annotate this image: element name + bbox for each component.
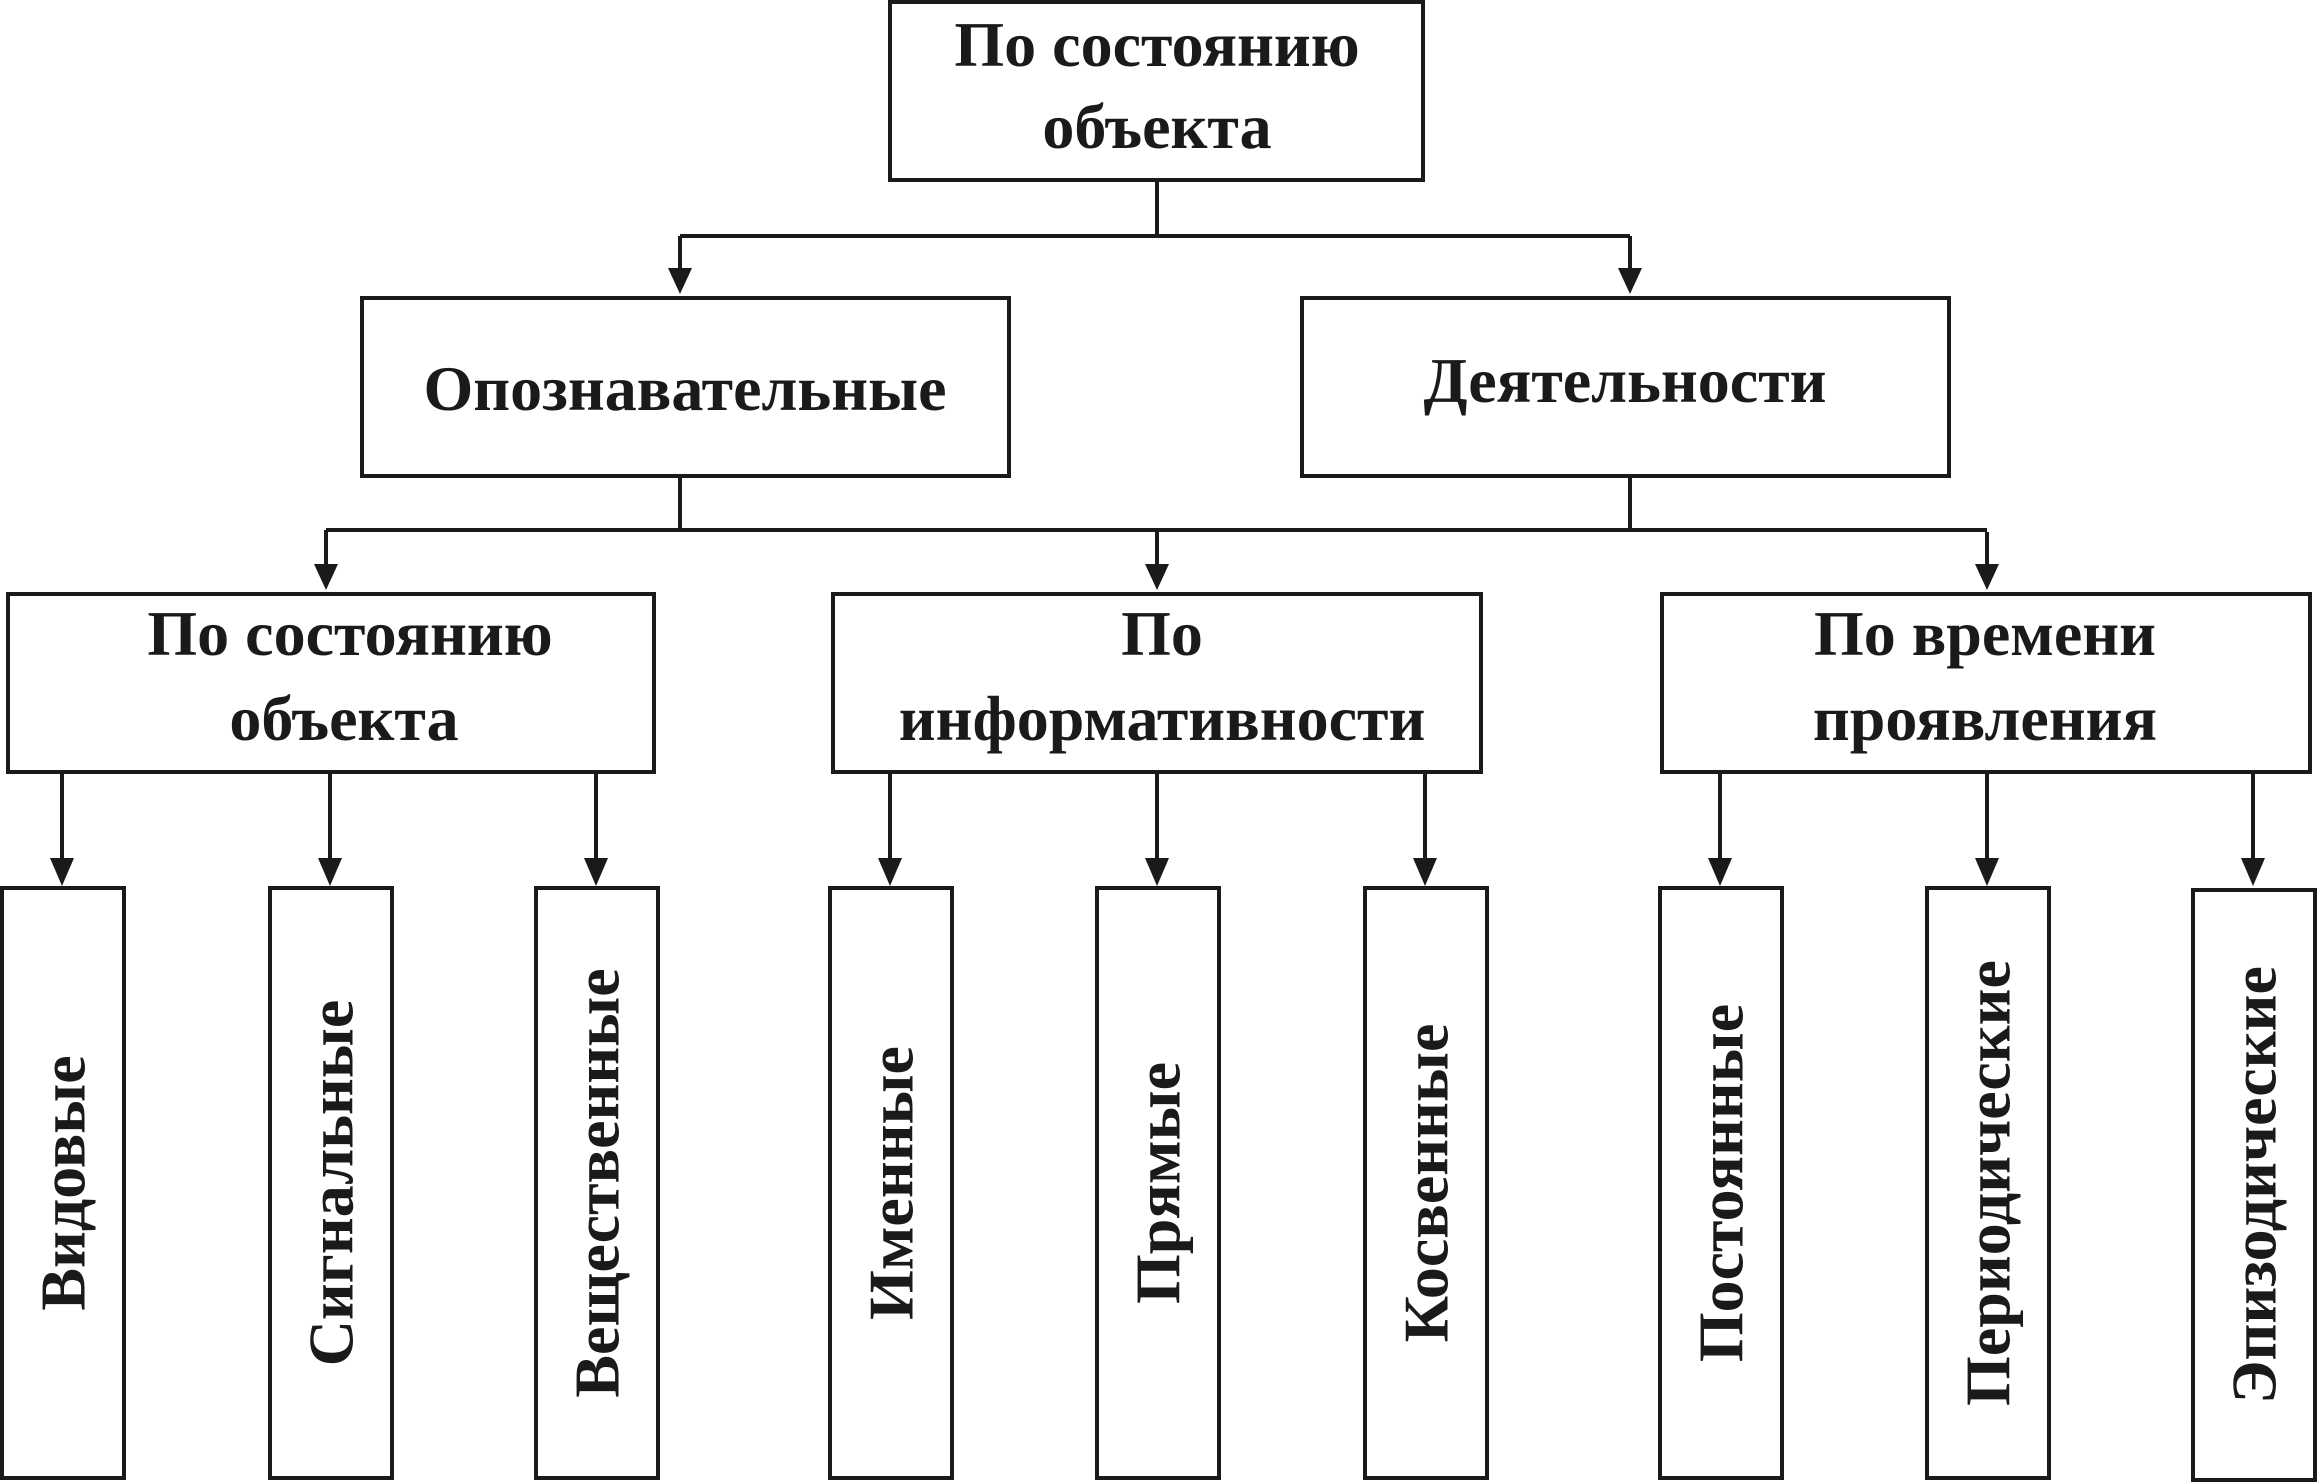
postoyannye-label: Постоянные xyxy=(1686,1004,1757,1362)
opoznavatelnye-label: Опознавательные xyxy=(424,353,947,424)
leaf-pryamye: Прямые xyxy=(1095,886,1221,1480)
pryamye-label: Прямые xyxy=(1123,1062,1194,1304)
imennye-box xyxy=(828,886,954,1480)
deyatelnosti-label: Деятельности xyxy=(1423,345,1826,416)
vidovye-box xyxy=(0,886,126,1480)
level1-node-deyatelnosti: Деятельности xyxy=(1300,296,1951,478)
po-sostoyaniyu-box xyxy=(6,592,656,774)
po-informativnosti-label-line2: информативности xyxy=(899,683,1426,754)
leaf-veshchestvennye: Вещественные xyxy=(534,886,660,1480)
leaf-kosvennye: Косвенные xyxy=(1363,886,1489,1480)
periodicheskie-box xyxy=(1925,886,2051,1480)
root-label-line1: По состоянию xyxy=(954,9,1359,80)
signalnye-label: Сигнальные xyxy=(296,1000,367,1367)
arrowhead-to-postoyannye xyxy=(1708,858,1732,886)
epizodicheskie-label: Эпизодические xyxy=(2219,966,2290,1404)
arrowhead-to-imennye xyxy=(878,858,902,886)
leaf-imennye: Именные xyxy=(828,886,954,1480)
signalnye-box xyxy=(268,886,394,1480)
leaf-vidovye: Видовые xyxy=(0,886,126,1480)
pryamye-box xyxy=(1095,886,1221,1480)
root-node: По состоянию объекта xyxy=(888,0,1425,182)
arrowhead-to-po-vremeni xyxy=(1975,564,1999,590)
deyatelnosti-box xyxy=(1300,296,1951,478)
po-sostoyaniyu-label-line1: По состоянию xyxy=(147,598,552,669)
po-vremeni-label-line2: проявления xyxy=(1813,683,2157,754)
opoznavatelnye-box xyxy=(360,296,1011,478)
kosvennye-label: Косвенные xyxy=(1391,1024,1462,1343)
connectors xyxy=(50,180,2265,886)
connector-level2-to-leaves xyxy=(60,772,2255,860)
arrowhead-to-po-informativnosti xyxy=(1145,564,1169,590)
arrowhead-to-deyatelnosti xyxy=(1618,268,1642,294)
level2-node-po-sostoyaniyu: По состоянию объекта xyxy=(6,592,656,774)
po-informativnosti-label-line1: По xyxy=(1121,598,1203,669)
arrowhead-to-kosvennye xyxy=(1413,858,1437,886)
po-vremeni-label-line1: По времени xyxy=(1814,598,2156,669)
arrowhead-to-pryamye xyxy=(1145,858,1169,886)
imennye-label: Именные xyxy=(856,1046,927,1320)
vidovye-label: Видовые xyxy=(28,1055,99,1310)
root-box xyxy=(888,0,1425,182)
leaf-signalnye: Сигнальные xyxy=(268,886,394,1480)
arrowhead-to-opoznavatelnye xyxy=(668,268,692,294)
veshchestvennye-label: Вещественные xyxy=(562,968,633,1397)
leaf-postoyannye: Постоянные xyxy=(1658,886,1784,1480)
po-informativnosti-box xyxy=(831,592,1483,774)
arrowhead-to-po-sostoyaniyu xyxy=(314,564,338,590)
po-vremeni-box xyxy=(1660,592,2312,774)
level2-node-po-informativnosti: По информативности xyxy=(831,592,1483,774)
leaf-periodicheskie: Периодические xyxy=(1925,886,2051,1480)
connector-level1-to-level2 xyxy=(324,476,1989,566)
arrowhead-to-veshchestvennye xyxy=(584,858,608,886)
arrowhead-to-vidovye xyxy=(50,858,74,886)
level1-node-opoznavatelnye: Опознавательные xyxy=(360,296,1011,478)
postoyannye-box xyxy=(1658,886,1784,1480)
connector-root-to-level1 xyxy=(678,180,1632,270)
arrowhead-to-periodicheskie xyxy=(1975,858,1999,886)
kosvennye-box xyxy=(1363,886,1489,1480)
leaf-epizodicheskie: Эпизодические xyxy=(2191,888,2317,1482)
veshchestvennye-box xyxy=(534,886,660,1480)
po-sostoyaniyu-label-line2: объекта xyxy=(229,683,458,754)
periodicheskie-label: Периодические xyxy=(1953,960,2024,1406)
level2-node-po-vremeni: По времени проявления xyxy=(1660,592,2312,774)
arrowhead-to-epizodicheskie xyxy=(2241,858,2265,886)
arrowhead-to-signalnye xyxy=(318,858,342,886)
root-label-line2: объекта xyxy=(1042,91,1271,162)
epizodicheskie-box xyxy=(2191,888,2317,1482)
